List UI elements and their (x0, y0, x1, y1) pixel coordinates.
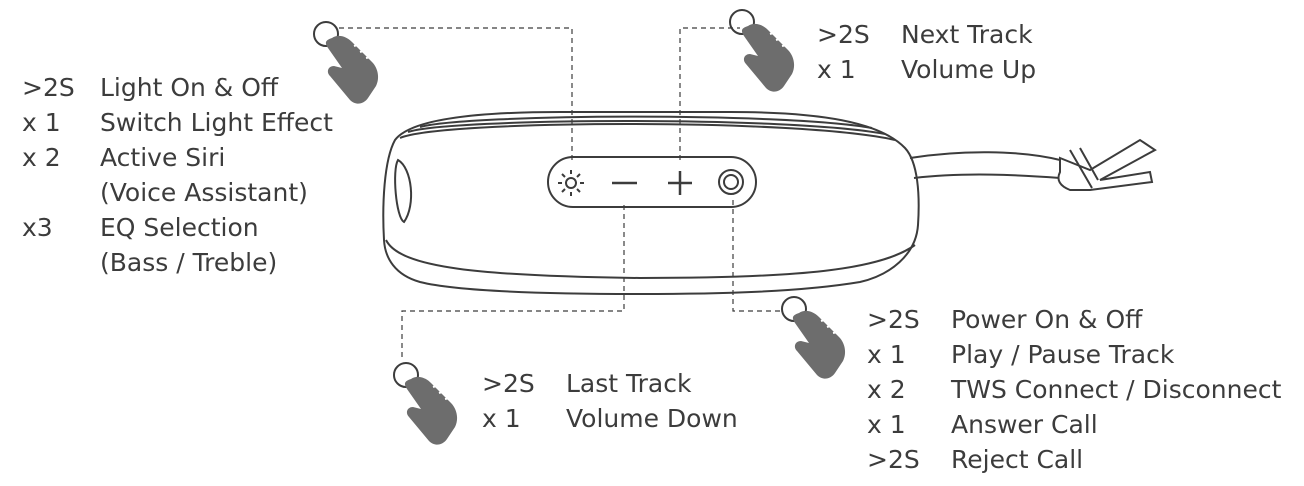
function-label: Active Siri (100, 143, 226, 172)
function-label: Light On & Off (100, 73, 279, 102)
function-label: Last Track (566, 369, 692, 398)
function-label: EQ Selection (100, 213, 259, 242)
press-key: >2S (867, 305, 920, 334)
function-label: Play / Pause Track (951, 340, 1175, 369)
press-key: x 1 (817, 55, 856, 84)
function-label: Reject Call (951, 445, 1084, 474)
speaker-strap (909, 138, 1157, 191)
function-label: Power On & Off (951, 305, 1143, 334)
press-key: >2S (817, 20, 870, 49)
hand-press-icon (791, 309, 847, 380)
press-key: x 2 (22, 143, 61, 172)
function-label: Answer Call (951, 410, 1098, 439)
power-icon[interactable] (718, 169, 744, 195)
function-label: (Bass / Treble) (100, 248, 278, 277)
press-key: x3 (22, 213, 53, 242)
hand-press-icon (324, 34, 380, 105)
function-label: Next Track (901, 20, 1033, 49)
press-key: x 1 (867, 410, 906, 439)
press-key: x 1 (482, 404, 521, 433)
leader-lines (339, 27, 782, 360)
plus-icon[interactable] (668, 171, 692, 195)
function-label: Switch Light Effect (100, 108, 333, 137)
press-key: x 1 (22, 108, 61, 137)
press-key: >2S (22, 73, 75, 102)
press-key: >2S (482, 369, 535, 398)
speaker-body (382, 111, 920, 296)
hand-press-icon (403, 375, 459, 446)
function-label: Volume Up (901, 55, 1037, 84)
control-panel (547, 156, 757, 208)
function-label: Volume Down (566, 404, 738, 433)
press-key: >2S (867, 445, 920, 474)
function-label: (Voice Assistant) (100, 178, 308, 207)
press-key: x 1 (867, 340, 906, 369)
hand-press-icon (740, 22, 796, 93)
function-label: TWS Connect / Disconnect (951, 375, 1282, 404)
press-key: x 2 (867, 375, 906, 404)
light-icon[interactable] (558, 170, 584, 196)
